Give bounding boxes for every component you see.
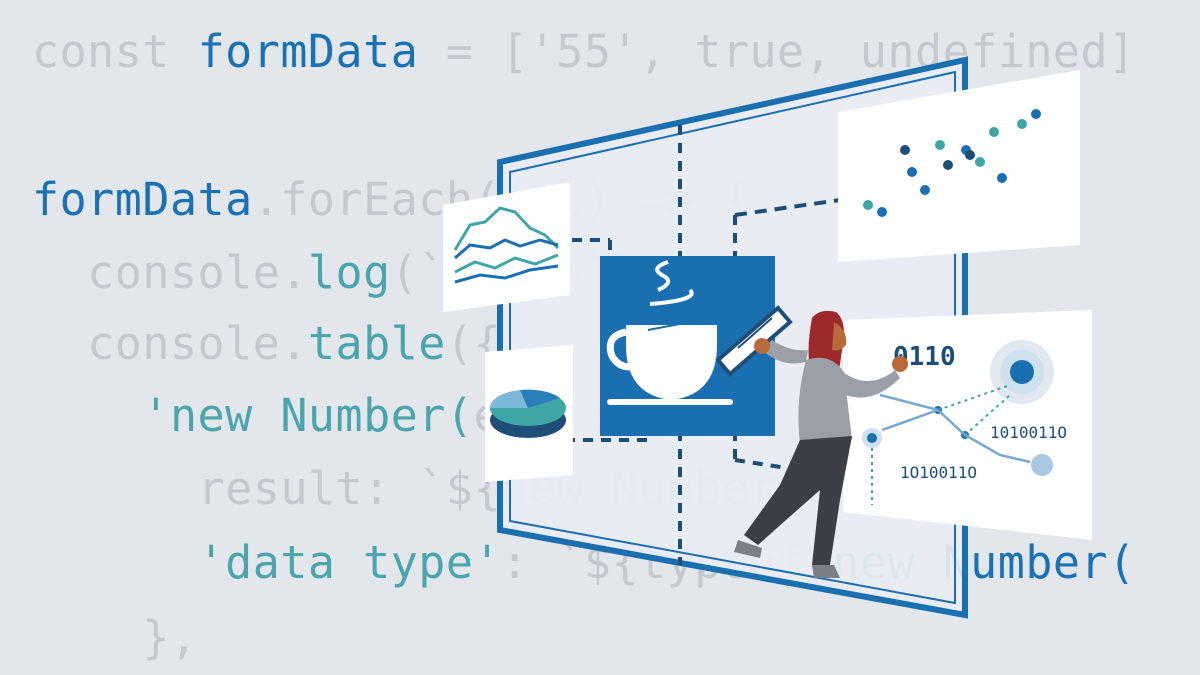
scatter-plot-icon <box>838 70 1080 262</box>
code-line-1: const formData = ['55', true, undefined] <box>32 26 1136 78</box>
mountain-chart-icon <box>443 182 570 312</box>
code-token: console. <box>87 246 308 299</box>
code-token: console. <box>87 317 308 370</box>
code-token: log <box>307 246 391 299</box>
pie-chart-icon <box>485 345 573 482</box>
code-token: formData <box>197 25 419 78</box>
binary-mid-text: 1010011O <box>990 423 1067 442</box>
binary-bottom-text: 1O10011O <box>900 463 977 482</box>
code-token: 'data type' <box>197 536 502 589</box>
code-token: 'new Number( <box>142 389 474 442</box>
person-figure <box>734 310 908 578</box>
code-line-9: }, <box>32 612 198 664</box>
code-token: formData <box>32 173 253 226</box>
code-token: = ['55', true, undefined] <box>418 25 1136 78</box>
code-token: const <box>32 25 198 78</box>
code-token: Number( <box>942 536 1136 589</box>
code-line-5: console.table({ <box>32 318 501 370</box>
code-token: table <box>307 317 446 370</box>
code-token: }, <box>142 611 198 664</box>
network-graph-icon: 0110 1010011O 1O10011O <box>843 310 1092 540</box>
pencil-icon <box>715 305 793 377</box>
